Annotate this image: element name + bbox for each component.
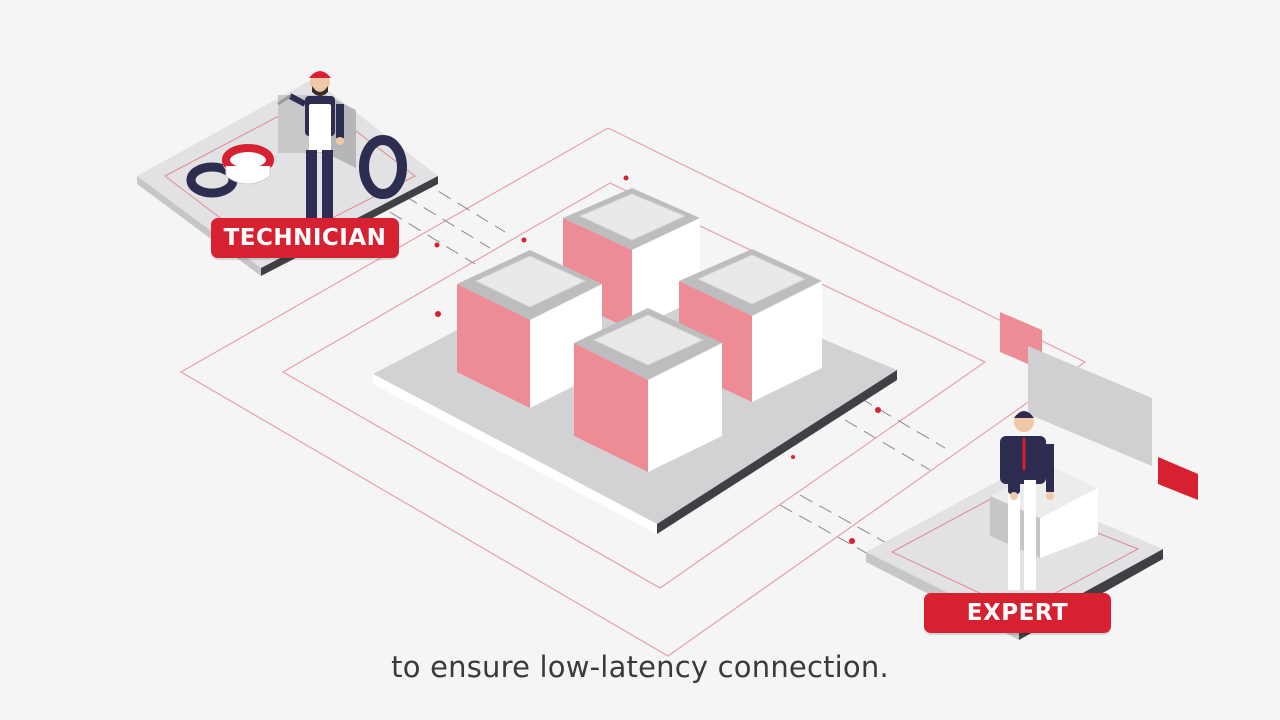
dashed-connectors (389, 179, 946, 556)
tire-icon (186, 135, 407, 199)
expert-label: EXPERT (924, 593, 1111, 633)
data-particles (434, 175, 881, 544)
subtitle-caption: to ensure low-latency connection. (391, 650, 889, 684)
technician-figure (277, 71, 344, 218)
server-cube-icon (457, 188, 822, 472)
screen-panel-icon (1000, 312, 1198, 500)
expert-figure (1000, 411, 1054, 590)
connection-frame-lines (179, 127, 1087, 657)
technician-label: TECHNICIAN (211, 218, 399, 258)
